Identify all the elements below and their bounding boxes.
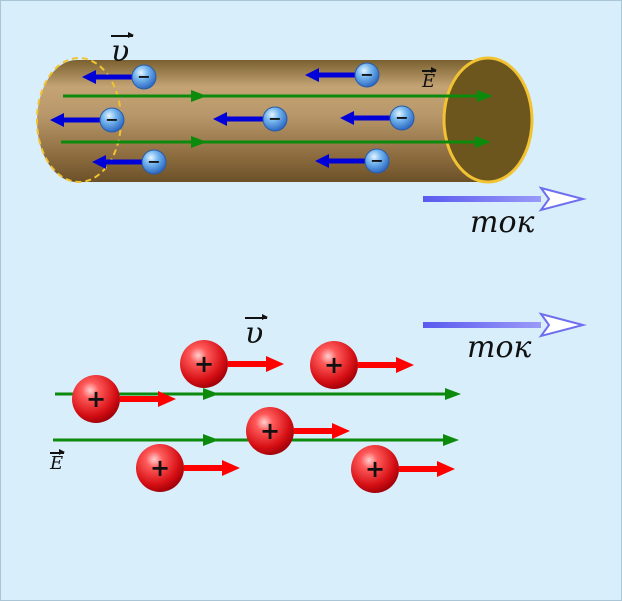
- electron-velocity-arrow: [317, 72, 359, 78]
- electron: −: [50, 107, 125, 133]
- electron-sign: −: [147, 152, 160, 171]
- field-line: [61, 136, 491, 148]
- electron-ball: [262, 106, 288, 132]
- charge-velocity-arrow: [184, 465, 224, 471]
- electron: −: [82, 64, 157, 90]
- positive-charge: +: [136, 444, 240, 492]
- electron-sign: −: [360, 65, 373, 84]
- electron-velocity-arrow: [225, 116, 267, 122]
- field-line: [63, 90, 493, 102]
- positive-charge: +: [72, 375, 176, 423]
- electron-ball: [141, 149, 167, 175]
- bottom-current-arrow: [423, 312, 587, 338]
- bottom-velocity-label-text: υ: [245, 316, 264, 351]
- top-field-lines: [61, 90, 493, 148]
- charge-ball: [180, 340, 228, 388]
- electron: −: [213, 106, 288, 132]
- electrons: − − − − − − −: [50, 62, 415, 175]
- positive-charge: +: [351, 445, 455, 493]
- bottom-field-vector-arrow: [50, 449, 65, 455]
- electron-sign: −: [395, 108, 408, 127]
- top-field-label: E: [422, 67, 437, 92]
- charge-ball: [136, 444, 184, 492]
- wire-end-face: [442, 56, 534, 184]
- charge-sign: +: [194, 350, 214, 378]
- electron-ball: [389, 105, 415, 131]
- charge-ball: [310, 341, 358, 389]
- bottom-velocity-vector-arrow: [245, 314, 268, 320]
- electron: −: [92, 149, 167, 175]
- electron-sign: −: [370, 151, 383, 170]
- charge-sign: +: [365, 455, 385, 483]
- electron-velocity-arrow: [327, 158, 369, 164]
- charge-ball: [72, 375, 120, 423]
- top-field-vector-arrow: [422, 67, 437, 73]
- charge-velocity-arrow: [399, 466, 439, 472]
- bottom-velocity-label: υ: [245, 314, 268, 351]
- top-field-label-text: E: [422, 71, 436, 92]
- charge-sign: +: [324, 351, 344, 379]
- charge-velocity-arrow: [358, 362, 398, 368]
- electron-ball: [99, 107, 125, 133]
- charge-ball: [351, 445, 399, 493]
- charge-sign: +: [150, 454, 170, 482]
- charge-sign: +: [86, 385, 106, 413]
- electron-ball: [364, 148, 390, 174]
- electron-ball: [354, 62, 380, 88]
- top-velocity-label: υ: [111, 32, 134, 69]
- charge-velocity-arrow: [294, 428, 334, 434]
- electron: −: [340, 105, 415, 131]
- charge-ball: [246, 407, 294, 455]
- electron: −: [305, 62, 380, 88]
- positive-charges: + + + + + +: [72, 340, 455, 493]
- positive-charge: +: [180, 340, 284, 388]
- electron-velocity-arrow: [94, 74, 136, 80]
- charge-velocity-arrow: [228, 361, 268, 367]
- charge-sign: +: [260, 417, 280, 445]
- bottom-field-label: E: [50, 449, 65, 474]
- electron-sign: −: [137, 67, 150, 86]
- positive-charge: +: [310, 341, 414, 389]
- electron-velocity-arrow: [62, 117, 104, 123]
- top-current-label: ток: [470, 205, 535, 240]
- field-line: [55, 388, 461, 400]
- electron-ball: [131, 64, 157, 90]
- electron: −: [315, 148, 390, 174]
- bottom-field-label-text: E: [50, 453, 64, 474]
- top-velocity-vector-arrow: [111, 32, 134, 38]
- bottom-current-label: ток: [467, 330, 532, 365]
- charge-velocity-arrow: [120, 396, 160, 402]
- electron-velocity-arrow: [352, 115, 394, 121]
- positive-charge: +: [246, 407, 350, 455]
- electron-sign: −: [105, 110, 118, 129]
- top-velocity-label-text: υ: [111, 34, 130, 69]
- electron-velocity-arrow: [104, 159, 146, 165]
- top-current-arrow: [423, 186, 587, 212]
- electron-sign: −: [268, 109, 281, 128]
